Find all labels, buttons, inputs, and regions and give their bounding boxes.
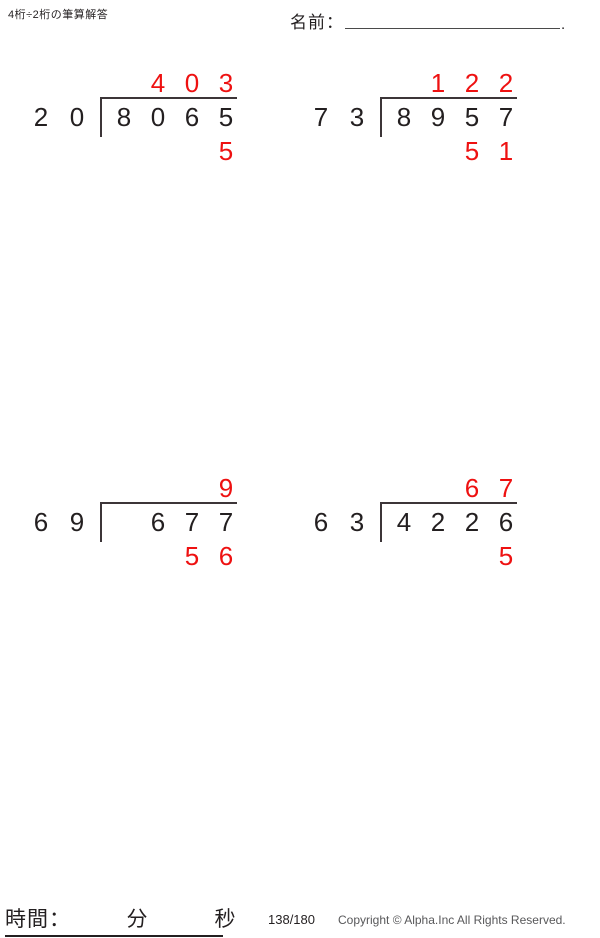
division-bracket-overbar (380, 97, 517, 99)
division-bracket-vertical (100, 502, 102, 542)
quotient-digit: 7 (498, 473, 514, 503)
division-bracket-vertical (380, 97, 382, 137)
copyright-notice: Copyright © Alpha.Inc All Rights Reserve… (338, 913, 566, 927)
long-division-problem-3: 6 9 9 6 7 7 5 6 (18, 465, 278, 595)
time-label: 時間： 分 秒 (5, 908, 237, 931)
quotient-digit: 3 (218, 68, 234, 98)
quotient-digit: 1 (430, 68, 446, 98)
divisor-digit: 3 (349, 102, 365, 132)
name-write-line[interactable] (345, 28, 560, 29)
dividend-digit: 7 (498, 102, 514, 132)
remainder-digit: 5 (218, 136, 234, 166)
problem-grid: 2 0 4 0 3 8 0 6 5 5 7 3 1 2 2 8 9 5 7 5 … (18, 60, 558, 595)
remainder-digit: 5 (498, 541, 514, 571)
quotient-digit: 2 (464, 68, 480, 98)
long-division-problem-2: 7 3 1 2 2 8 9 5 7 5 1 (298, 60, 558, 190)
division-bracket-overbar (380, 502, 517, 504)
dividend-digit: 7 (184, 507, 200, 537)
dividend-digit: 6 (150, 507, 166, 537)
long-division-problem-4: 6 3 6 7 4 2 2 6 5 (298, 465, 558, 595)
divisor-digit: 9 (69, 507, 85, 537)
page-title: 4桁÷2桁の筆算解答 (8, 9, 109, 21)
dividend-digit: 6 (184, 102, 200, 132)
quotient-digit: 4 (150, 68, 166, 98)
dividend-digit: 8 (396, 102, 412, 132)
remainder-digit: 6 (218, 541, 234, 571)
long-division-problem-1: 2 0 4 0 3 8 0 6 5 5 (18, 60, 278, 190)
quotient-digit: 0 (184, 68, 200, 98)
division-bracket-vertical (380, 502, 382, 542)
divisor-digit: 7 (313, 102, 329, 132)
quotient-digit: 2 (498, 68, 514, 98)
dividend-digit: 2 (464, 507, 480, 537)
time-field[interactable]: 時間： 分 秒 (5, 903, 236, 937)
page-number: 138/180 (268, 912, 315, 927)
division-bracket-overbar (100, 97, 237, 99)
quotient-digit: 6 (464, 473, 480, 503)
division-bracket-vertical (100, 97, 102, 137)
dividend-digit: 5 (464, 102, 480, 132)
name-trailing-dot: . (561, 16, 566, 33)
dividend-digit: 4 (396, 507, 412, 537)
divisor-digit: 2 (33, 102, 49, 132)
dividend-digit: 0 (150, 102, 166, 132)
dividend-digit: 5 (218, 102, 234, 132)
name-label: 名前： (290, 13, 344, 32)
division-bracket-overbar (100, 502, 237, 504)
remainder-digit: 5 (184, 541, 200, 571)
dividend-digit: 8 (116, 102, 132, 132)
remainder-digit: 1 (498, 136, 514, 166)
dividend-digit: 2 (430, 507, 446, 537)
divisor-digit: 6 (313, 507, 329, 537)
divisor-digit: 6 (33, 507, 49, 537)
quotient-digit: 9 (218, 473, 234, 503)
remainder-digit: 5 (464, 136, 480, 166)
dividend-digit: 9 (430, 102, 446, 132)
dividend-digit: 7 (218, 507, 234, 537)
divisor-digit: 3 (349, 507, 365, 537)
divisor-digit: 0 (69, 102, 85, 132)
dividend-digit: 6 (498, 507, 514, 537)
name-field: 名前： . (290, 8, 565, 33)
